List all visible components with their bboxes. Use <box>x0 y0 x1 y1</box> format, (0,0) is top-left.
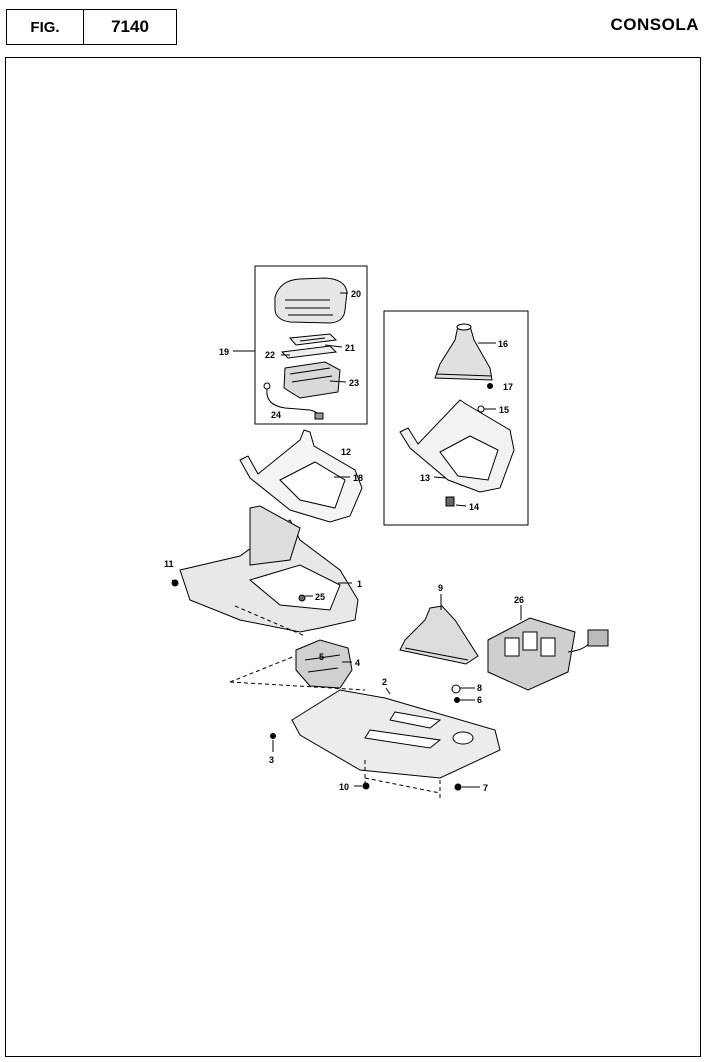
callout-9: 9 <box>438 583 443 593</box>
fig-number: 7140 <box>83 9 177 45</box>
part-1-console-front <box>179 505 359 633</box>
part-9-gear-boot <box>399 605 479 665</box>
leader-lines <box>171 292 522 788</box>
callout-22: 22 <box>265 350 275 360</box>
callout-11: 11 <box>164 559 174 569</box>
page-title: CONSOLA <box>610 15 699 34</box>
callout-18: 18 <box>353 473 363 483</box>
callout-8: 8 <box>477 683 482 693</box>
alignment-lines <box>229 605 441 800</box>
inset-box-armrest <box>254 265 368 425</box>
callout-1: 1 <box>357 579 362 589</box>
callout-4: 4 <box>355 658 360 668</box>
callout-13: 13 <box>420 473 430 483</box>
part-14-clip <box>445 496 455 507</box>
callout-14: 14 <box>469 502 479 512</box>
part-26-switch-module <box>487 617 609 691</box>
part-6-screw <box>454 697 460 703</box>
part-20-lid <box>274 277 348 324</box>
callout-12: 12 <box>341 447 351 457</box>
callout-6: 6 <box>477 695 482 705</box>
part-4-bracket <box>295 639 353 689</box>
callout-21: 21 <box>345 343 355 353</box>
part-7-screw <box>454 783 462 791</box>
callout-25: 25 <box>315 592 325 602</box>
callout-10: 10 <box>339 782 349 792</box>
part-17-screw <box>487 383 493 389</box>
callout-23: 23 <box>349 378 359 388</box>
part-21-22-strips <box>280 333 338 359</box>
part-24-cable <box>263 382 324 420</box>
callout-15: 15 <box>499 405 509 415</box>
callout-3: 3 <box>269 755 274 765</box>
part-2-lower-console <box>291 689 501 779</box>
part-13-shifter-bezel <box>399 399 515 493</box>
callout-20: 20 <box>351 289 361 299</box>
callout-7: 7 <box>483 783 488 793</box>
callout-17: 17 <box>503 382 513 392</box>
inset-box-shifter <box>383 310 529 526</box>
callout-24: 24 <box>271 410 281 420</box>
diagram-frame <box>5 57 701 1057</box>
callout-5: 5 <box>319 652 324 662</box>
callout-16: 16 <box>498 339 508 349</box>
part-16-shift-boot <box>434 323 493 381</box>
part-18-bezel <box>239 429 363 523</box>
part-10-screw <box>362 782 370 790</box>
part-23-hinge-base <box>283 361 341 399</box>
part-8-cap <box>451 684 461 694</box>
callout-19: 19 <box>219 347 229 357</box>
callout-26: 26 <box>514 595 524 605</box>
callout-2: 2 <box>382 677 387 687</box>
part-3-screw <box>270 733 276 739</box>
part-25-clip <box>298 594 306 602</box>
